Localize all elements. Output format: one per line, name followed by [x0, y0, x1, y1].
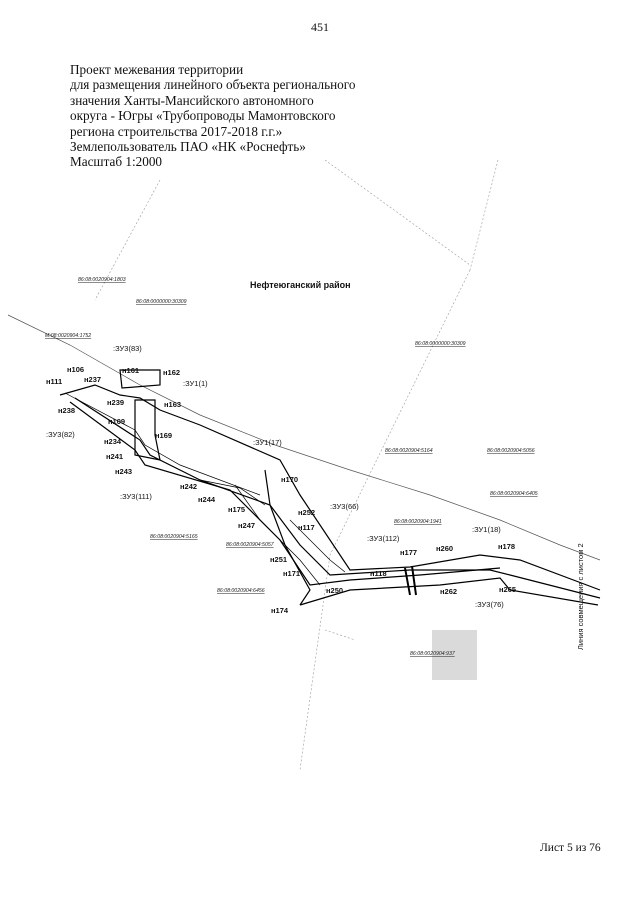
- point-label: н241: [106, 452, 123, 461]
- point-label: н177: [400, 548, 417, 557]
- point-label: н265: [499, 585, 516, 594]
- corridor-middle: [74, 397, 601, 599]
- cadastral-number: 86:08:0020904:5056: [487, 448, 535, 454]
- corridor-cross: [404, 565, 417, 596]
- title-line: Проект межевания территории: [70, 62, 244, 77]
- point-label: н237: [84, 375, 101, 384]
- parcel-label: :ЗУ1(17): [253, 438, 282, 447]
- point-label: н242: [180, 482, 197, 491]
- cadastral-number: 86:08:0020904:6456: [217, 588, 265, 594]
- point-label: н170: [281, 475, 298, 484]
- boundary-line: [94, 179, 161, 301]
- hatched-area: [432, 630, 477, 680]
- point-label: н117: [298, 523, 315, 532]
- inner-line: [64, 392, 261, 496]
- point-label: н169: [155, 431, 172, 440]
- point-label: н251: [270, 555, 287, 564]
- parcel-label: :ЗУ3(111): [120, 492, 152, 501]
- scale-line: Масштаб 1:2000: [70, 154, 163, 170]
- parcel-label: :ЗУ3(76): [475, 600, 504, 609]
- title-line: значения Ханты-Мансийского автономного: [70, 92, 314, 108]
- parcel-label: :ЗУ1(1): [183, 379, 208, 388]
- boundary-line: [324, 159, 471, 266]
- point-label: н111: [46, 377, 62, 386]
- point-label: н252: [298, 508, 315, 517]
- inner-line: [289, 519, 346, 573]
- corridor-bend: [264, 469, 311, 606]
- parcel-labels: :ЗУ3(83) :ЗУ1(1) :ЗУ3(82) :ЗУ1(17) :ЗУ3(…: [46, 344, 504, 609]
- point-label: н250: [326, 586, 343, 595]
- title-line: Землепользователь ПАО «НК «Роснефть»: [70, 139, 306, 155]
- point-label: н171: [283, 569, 300, 578]
- page-number: 451: [311, 20, 329, 34]
- point-label: н174: [271, 606, 289, 615]
- point-label: н243: [115, 467, 132, 476]
- cadastral-number: 86:08:0000000:30309: [415, 341, 466, 347]
- cadastral-number: 86:08:0020904:937: [410, 651, 456, 657]
- point-label: н178: [498, 542, 515, 551]
- point-labels: н106 н111 н237 н161 н162 н238 н239 н163 …: [46, 365, 516, 615]
- point-label: н163: [164, 400, 181, 409]
- cadastral-number: 86:08:0020904:5057: [226, 542, 275, 548]
- title-block: Проект межевания территории для размещен…: [70, 62, 355, 170]
- boundary-line: [324, 629, 356, 641]
- pipeline-corridor: [59, 369, 601, 606]
- title-line: для размещения линейного объекта региона…: [70, 77, 356, 93]
- cadastral-number: М:08:0020904:1752: [45, 333, 91, 339]
- point-label: н109: [108, 417, 125, 426]
- parcel-label: :ЗУ3(82): [46, 430, 75, 439]
- district-label: Нефтеюганский район: [250, 280, 351, 290]
- point-label: н244: [198, 495, 216, 504]
- point-label: н234: [104, 437, 122, 446]
- inner-lines: [64, 392, 346, 586]
- cadastral-labels: 86:08:0020904:1803 86:08:0000000:30309 М…: [45, 277, 538, 657]
- point-label: н239: [107, 398, 124, 407]
- cadastral-number: 86:08:0020904:6405: [490, 491, 538, 497]
- cadastral-number: 86:08:0020904:5165: [150, 534, 198, 540]
- parcel-label: :ЗУ3(66): [330, 502, 359, 511]
- match-line-label: Линия совмещения с листом 2: [576, 543, 585, 650]
- inner-line: [199, 479, 266, 506]
- point-label: н175: [228, 505, 245, 514]
- point-label: н238: [58, 406, 75, 415]
- corridor-upper: [59, 384, 601, 591]
- point-label: н162: [163, 368, 180, 377]
- parcel-label: :ЗУ3(83): [113, 344, 142, 353]
- point-label: н106: [67, 365, 84, 374]
- boundary-line: [299, 269, 471, 771]
- corridor-spur: [134, 399, 161, 461]
- corridor-spur: [119, 369, 161, 389]
- cadastral-number: 86:08:0020904:1941: [394, 519, 442, 525]
- point-label: н118: [370, 569, 387, 578]
- point-label: н262: [440, 587, 457, 596]
- title-line: региона строительства 2017-2018 г.г.»: [70, 123, 283, 139]
- cadastral-number: 86:08:0020904:5164: [385, 448, 433, 454]
- background-boundaries: [94, 159, 499, 771]
- boundary-line: [7, 314, 601, 561]
- cadastral-number: 86:08:0020904:1803: [78, 277, 126, 283]
- point-label: н161: [122, 366, 139, 375]
- parcel-label: :ЗУ1(18): [472, 525, 501, 534]
- inner-line: [234, 484, 321, 586]
- parcel-label: :ЗУ3(112): [367, 534, 400, 543]
- outer-boundary: [7, 314, 601, 561]
- point-label: н247: [238, 521, 255, 530]
- cadastral-number: 86:08:0000000:30309: [136, 299, 187, 305]
- point-label: н260: [436, 544, 453, 553]
- sheet-number: Лист 5 из 76: [540, 842, 601, 854]
- title-line: округа - Югры «Трубопроводы Мамонтовског…: [70, 108, 336, 124]
- corridor-bottom: [299, 577, 599, 606]
- boundary-line: [469, 159, 499, 271]
